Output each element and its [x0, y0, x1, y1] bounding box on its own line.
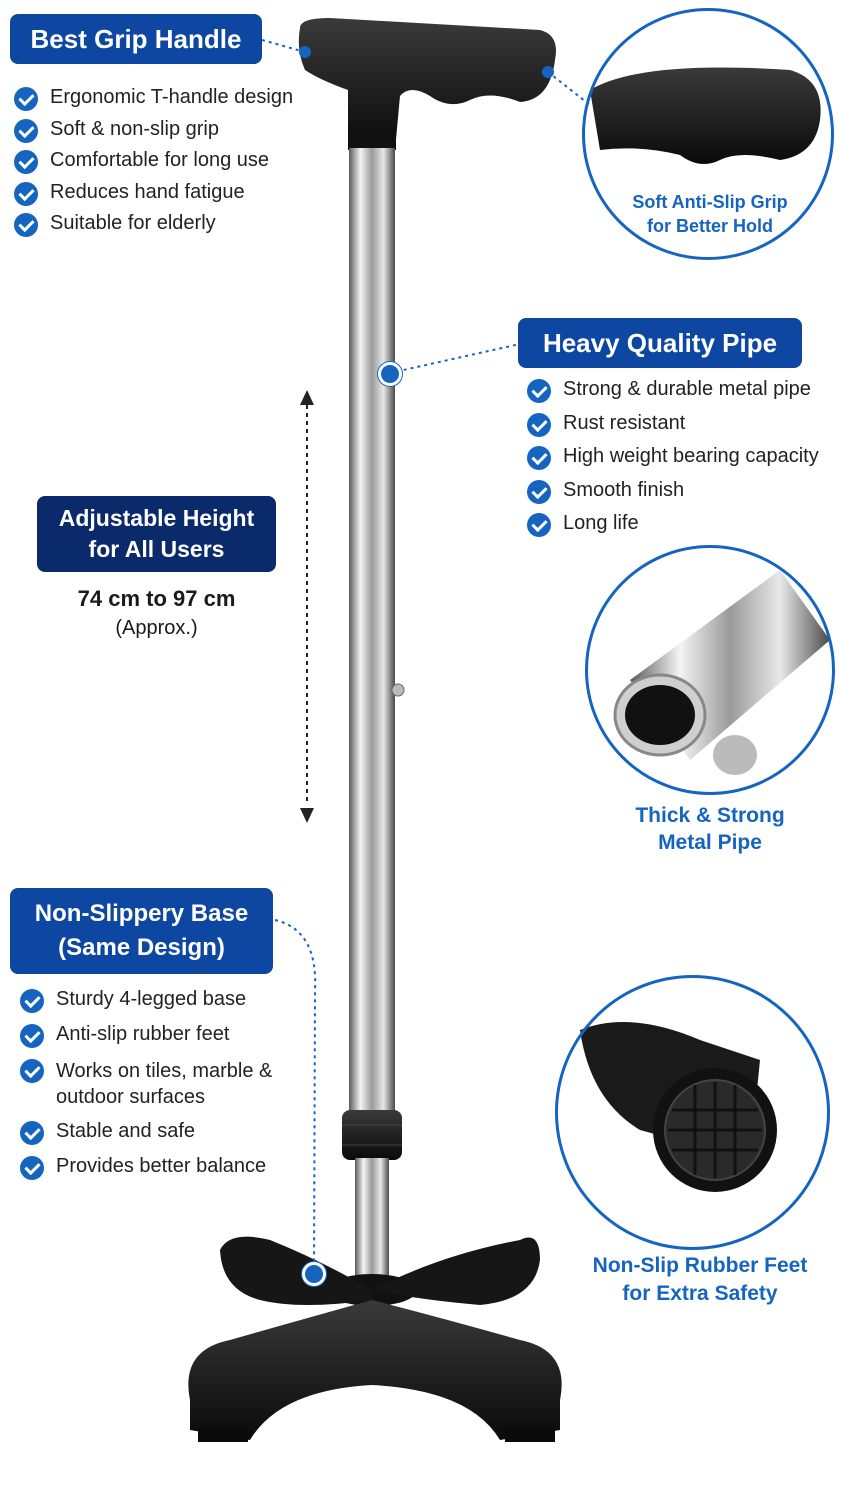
base-feature-list: Sturdy 4-legged base Anti-slip rubber fe…: [20, 988, 305, 1180]
height-note: (Approx.): [115, 617, 198, 639]
pipe-title-badge: Heavy Quality Pipe: [518, 318, 802, 368]
grip-feature-list: Ergonomic T-handle design Soft & non-sli…: [14, 86, 293, 244]
height-arrow: [300, 390, 314, 823]
list-item: Rust resistant: [527, 412, 819, 446]
pipe-feature-list: Strong & durable metal pipe Rust resista…: [527, 378, 819, 546]
list-item: Strong & durable metal pipe: [527, 378, 819, 412]
check-icon: [14, 118, 38, 143]
pipe-detail-circle: [585, 545, 835, 795]
list-item: High weight bearing capacity: [527, 445, 819, 479]
cane-base: [188, 1236, 562, 1442]
cane-shaft: [349, 148, 395, 1113]
check-icon: [14, 87, 38, 111]
check-icon: [527, 412, 551, 437]
list-item: Suitable for elderly: [14, 212, 293, 244]
list-item: Provides better balance: [20, 1155, 305, 1180]
check-icon: [14, 213, 38, 237]
list-item: Reduces hand fatigue: [14, 181, 293, 213]
check-icon: [20, 989, 44, 1013]
list-item: Long life: [527, 512, 819, 546]
pipe-title: Heavy Quality Pipe: [542, 328, 778, 358]
list-item: Soft & non-slip grip: [14, 118, 293, 150]
check-icon: [527, 513, 551, 537]
list-item: Works on tiles, marble & outdoor surface…: [20, 1058, 305, 1110]
cane-handle: [298, 18, 556, 150]
grip-title: Best Grip Handle: [30, 24, 242, 54]
height-title-badge: Adjustable Height for All Users: [37, 496, 276, 572]
list-item: Comfortable for long use: [14, 149, 293, 181]
check-icon: [527, 379, 551, 403]
height-range: 74 cm to 97 cm: [77, 586, 236, 611]
base-callout-dot: [302, 1262, 326, 1286]
check-icon: [527, 479, 551, 504]
base-caption: Non-Slip Rubber Feet for Extra Safety: [592, 1254, 808, 1305]
list-item: Smooth finish: [527, 479, 819, 513]
check-icon: [527, 446, 551, 470]
list-item: Anti-slip rubber feet: [20, 1023, 305, 1048]
pipe-caption: Thick & Strong Metal Pipe: [635, 804, 785, 854]
check-icon: [20, 1121, 44, 1145]
check-icon: [20, 1156, 44, 1180]
check-icon: [14, 181, 38, 206]
base-title-badge: Non-Slippery Base (Same Design): [10, 888, 273, 974]
grip-title-badge: Best Grip Handle: [10, 14, 262, 64]
grip-caption: Soft Anti-Slip Grip for Better Hold: [632, 192, 788, 236]
check-icon: [20, 1059, 44, 1083]
pipe-callout-dot: [378, 362, 402, 386]
check-icon: [14, 150, 38, 174]
check-icon: [20, 1024, 44, 1048]
list-item: Ergonomic T-handle design: [14, 86, 293, 118]
foot-detail-circle: [555, 975, 830, 1250]
list-item: Sturdy 4-legged base: [20, 988, 305, 1013]
list-item: Stable and safe: [20, 1120, 305, 1145]
grip-detail-circle: [582, 8, 834, 260]
